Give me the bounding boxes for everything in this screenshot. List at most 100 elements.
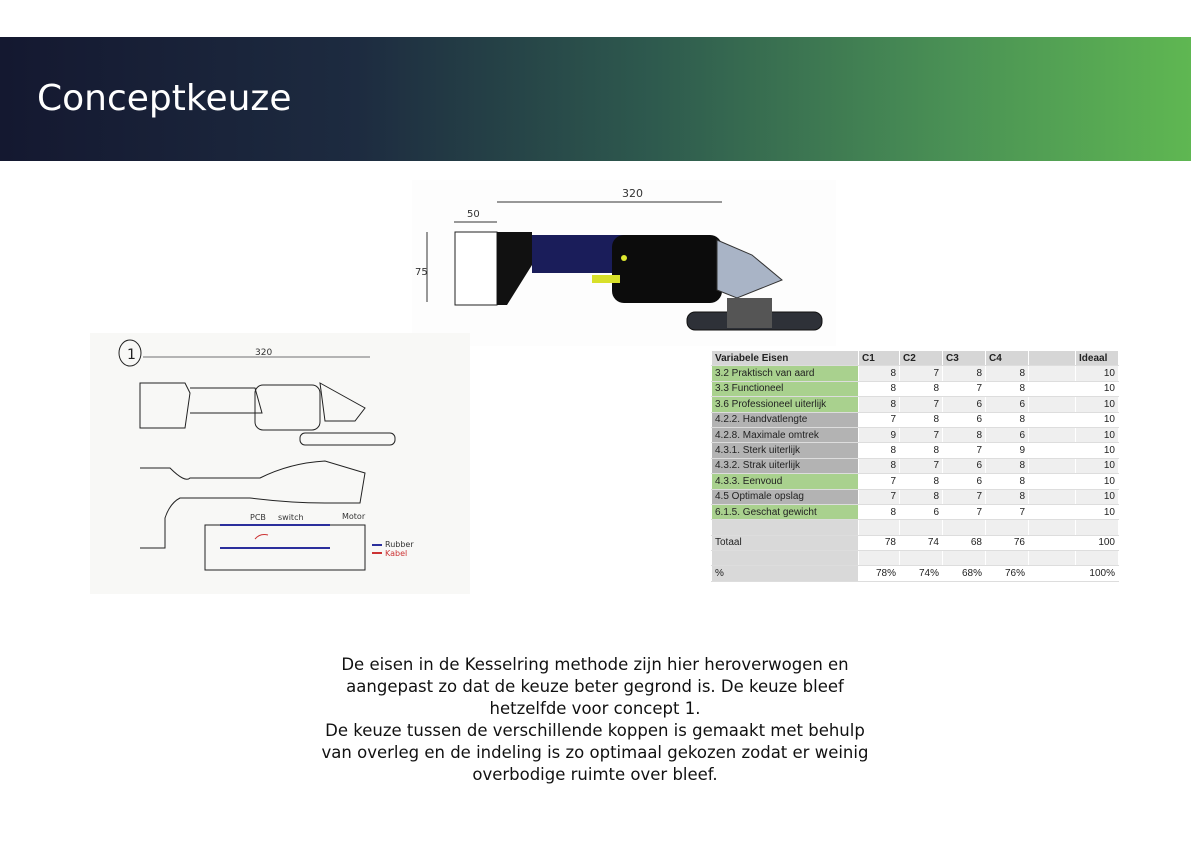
score-cell <box>1028 442 1076 459</box>
row-label: 4.3.1. Sterk uiterlijk <box>711 442 859 459</box>
row-label: 3.2 Praktisch van aard <box>711 365 859 382</box>
score-cell: 10 <box>1075 503 1119 521</box>
score-cell <box>1028 519 1076 536</box>
text-line: De keuze tussen de verschillende koppen … <box>325 721 865 740</box>
score-cell <box>1075 519 1119 536</box>
score-cell: 68% <box>942 565 986 582</box>
score-cell: 76% <box>985 565 1029 582</box>
score-cell <box>1028 396 1076 413</box>
table-row <box>711 550 1119 567</box>
score-cell: 7 <box>858 488 900 505</box>
score-cell: 7 <box>899 396 943 413</box>
score-cell: 74 <box>899 534 943 552</box>
score-cell: 9 <box>985 442 1029 459</box>
score-cell: 76 <box>985 534 1029 552</box>
score-cell: 10 <box>1075 473 1119 490</box>
score-cell: 8 <box>985 473 1029 490</box>
score-cell: 8 <box>858 380 900 398</box>
score-cell: 6 <box>985 426 1029 444</box>
row-label: Totaal <box>711 534 859 552</box>
score-cell: 8 <box>899 411 943 428</box>
row-label: 3.3 Functioneel <box>711 380 859 398</box>
score-cell: 6 <box>942 396 986 413</box>
text-line: aangepast zo dat de keuze beter gegrond … <box>346 677 844 696</box>
score-cell <box>1028 365 1076 382</box>
score-cell: 100% <box>1075 565 1119 582</box>
score-cell <box>899 519 943 536</box>
score-cell: 8 <box>985 488 1029 505</box>
score-cell <box>1028 426 1076 444</box>
header-cell: Variabele Eisen <box>711 349 859 367</box>
score-cell: 68 <box>942 534 986 552</box>
score-cell: 6 <box>985 396 1029 413</box>
score-cell: 7 <box>858 473 900 490</box>
score-cell <box>1028 488 1076 505</box>
score-cell: 10 <box>1075 457 1119 475</box>
table-row: %78%74%68%76%100% <box>711 565 1119 582</box>
score-cell: 6 <box>899 503 943 521</box>
score-cell: 7 <box>942 380 986 398</box>
score-cell: 8 <box>858 365 900 382</box>
score-cell: 6 <box>942 457 986 475</box>
score-cell <box>1075 550 1119 567</box>
svg-text:1: 1 <box>127 347 136 363</box>
score-cell: 7 <box>899 457 943 475</box>
score-cell <box>1028 503 1076 521</box>
text-line: De eisen in de Kesselring methode zijn h… <box>341 655 849 674</box>
svg-text:switch: switch <box>278 513 304 522</box>
score-cell: 10 <box>1075 442 1119 459</box>
row-label: 4.3.3. Eenvoud <box>711 473 859 490</box>
score-cell: 10 <box>1075 426 1119 444</box>
score-cell: 6 <box>942 411 986 428</box>
header-cell: C2 <box>899 349 943 367</box>
concept-1-sketch: 1 320 PCB switch Motor Rubber Kabel <box>90 333 470 594</box>
score-cell: 100 <box>1075 534 1119 552</box>
svg-text:PCB: PCB <box>250 513 266 522</box>
svg-text:Motor: Motor <box>342 512 366 521</box>
header-cell: Ideaal <box>1075 349 1119 367</box>
header-cell: C4 <box>985 349 1029 367</box>
score-cell: 8 <box>985 457 1029 475</box>
score-cell <box>858 550 900 567</box>
row-label: 4.2.2. Handvatlengte <box>711 411 859 428</box>
row-label: 6.1.5. Geschat gewicht <box>711 503 859 521</box>
row-label: 4.5 Optimale opslag <box>711 488 859 505</box>
score-cell: 10 <box>1075 411 1119 428</box>
score-cell <box>858 519 900 536</box>
row-label: % <box>711 565 859 582</box>
score-cell: 10 <box>1075 380 1119 398</box>
score-cell: 7 <box>985 503 1029 521</box>
score-cell <box>1028 473 1076 490</box>
score-cell <box>1028 380 1076 398</box>
score-cell <box>899 550 943 567</box>
score-cell: 7 <box>899 426 943 444</box>
score-cell: 9 <box>858 426 900 444</box>
header-cell <box>1028 349 1076 367</box>
row-label: 4.2.8. Maximale omtrek <box>711 426 859 444</box>
score-cell: 10 <box>1075 396 1119 413</box>
score-cell <box>942 550 986 567</box>
score-cell <box>1028 565 1076 582</box>
score-cell <box>1028 457 1076 475</box>
score-cell <box>985 519 1029 536</box>
table-row <box>711 519 1119 536</box>
score-cell: 8 <box>858 503 900 521</box>
row-label <box>711 550 859 567</box>
score-cell: 78% <box>858 565 900 582</box>
score-cell: 7 <box>942 488 986 505</box>
score-cell <box>1028 411 1076 428</box>
score-cell: 10 <box>1075 365 1119 382</box>
score-cell: 8 <box>942 365 986 382</box>
score-cell: 10 <box>1075 488 1119 505</box>
text-line: overbodige ruimte over bleef. <box>472 765 718 784</box>
text-line: hetzelfde voor concept 1. <box>489 699 701 718</box>
